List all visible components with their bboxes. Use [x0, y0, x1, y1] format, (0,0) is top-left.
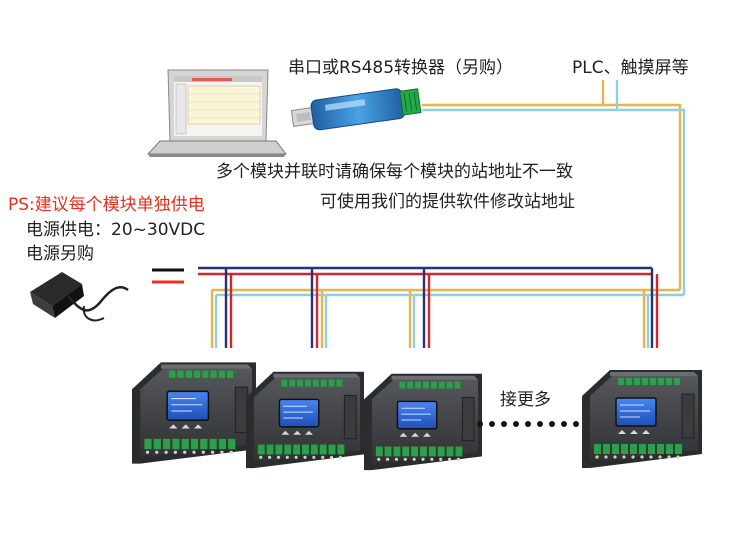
usb-rs485-converter-icon [290, 88, 422, 131]
more-label: 接更多 [500, 390, 551, 410]
address-note-line1: 多个模块并联时请确保每个模块的站地址不一致 [216, 162, 573, 182]
plc-label: PLC、触摸屏等 [572, 58, 689, 78]
power-supply-label: 电源供电：20~30VDC [26, 220, 206, 240]
address-note-line2: 可使用我们的提供软件修改站地址 [320, 192, 575, 212]
io-module-4 [582, 369, 702, 469]
power-buy-label: 电源另购 [26, 244, 94, 264]
converter-label: 串口或RS485转换器（另购） [288, 58, 514, 78]
power-leads [152, 268, 184, 284]
laptop-icon [146, 69, 288, 157]
ps-note: PS:建议每个模块单独供电 [8, 195, 205, 215]
module-bus-wires [198, 266, 684, 348]
io-module-1 [132, 361, 256, 465]
continuation-dots [477, 421, 579, 427]
io-module-3 [364, 373, 482, 471]
io-module-2 [246, 371, 364, 469]
power-adapter-icon [30, 272, 129, 322]
rs485-bus-wires [422, 80, 686, 295]
